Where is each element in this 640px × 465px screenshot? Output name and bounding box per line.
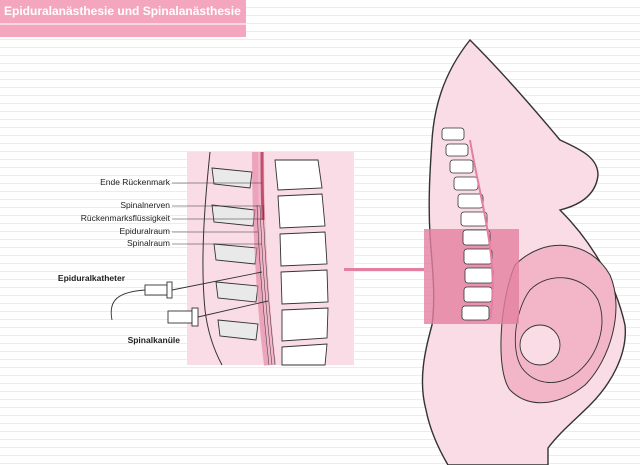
connector-line [344, 268, 424, 271]
label-epiduralkatheter: Epiduralkatheter [57, 273, 125, 283]
epidural-catheter [110, 271, 263, 321]
detail-vertebrae [274, 159, 329, 366]
label-spinalkanuele: Spinalkanüle [127, 335, 180, 345]
title-bar: Epiduralanästhesie und Spinalanästhesie [0, 0, 246, 37]
label-epiduralraum: Epiduralraum [119, 226, 170, 236]
spinal-needle [167, 300, 269, 327]
leader-lines [172, 182, 262, 245]
fetus-outline [514, 277, 603, 383]
back-contour [202, 151, 223, 366]
label-spinalnerven: Spinalnerven [120, 200, 170, 210]
fetus-head [519, 324, 561, 366]
page-title: Epiduralanästhesie und Spinalanästhesie [4, 4, 241, 18]
body-spine [441, 127, 494, 321]
body-spinal-cord [469, 139, 494, 321]
label-ende-rueckenmark: Ende Rückenmark [100, 177, 170, 187]
spinal-cord-end [260, 151, 265, 221]
label-rueckenmarksfluessigkeit: Rückenmarksflüssigkeit [80, 213, 170, 223]
title-underline [0, 23, 246, 25]
fetus-area [500, 244, 617, 404]
spinal-nerve-strands [256, 204, 276, 366]
label-spinalraum: Spinalraum [127, 238, 170, 248]
detail-spinous-processes [211, 167, 259, 341]
